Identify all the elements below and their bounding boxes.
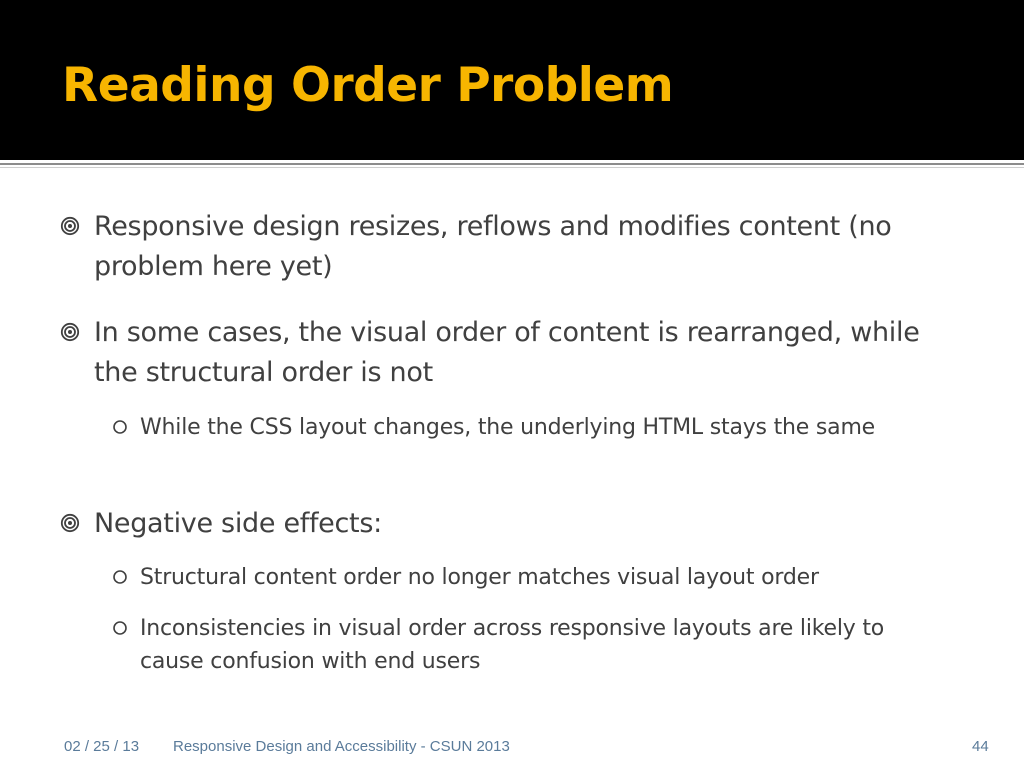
target-bullet-icon bbox=[60, 216, 80, 236]
sub-bullet-text: Inconsistencies in visual order across r… bbox=[140, 616, 885, 674]
bullet-text: In some cases, the visual order of conte… bbox=[94, 317, 920, 388]
title-divider bbox=[0, 163, 1024, 165]
bullet-text: Responsive design resizes, reflows and m… bbox=[94, 211, 892, 282]
title-bar: Reading Order Problem bbox=[0, 0, 1024, 160]
title-divider-thin bbox=[0, 167, 1024, 168]
footer-date: 02 / 25 / 13 bbox=[64, 738, 140, 755]
hollow-circle-bullet-icon bbox=[113, 570, 127, 584]
hollow-circle-bullet-icon bbox=[113, 621, 127, 635]
bullet-text: Negative side effects: bbox=[94, 508, 382, 539]
footer-title: Responsive Design and Accessibility - CS… bbox=[173, 738, 510, 755]
sub-bullet-text: Structural content order no longer match… bbox=[140, 565, 819, 590]
hollow-circle-bullet-icon bbox=[113, 420, 127, 434]
sub-bullet-text: While the CSS layout changes, the underl… bbox=[140, 415, 876, 440]
slide-title: Reading Order Problem bbox=[62, 58, 674, 113]
page-number: 44 bbox=[972, 738, 989, 755]
target-bullet-icon bbox=[60, 513, 80, 533]
target-bullet-icon bbox=[60, 322, 80, 342]
